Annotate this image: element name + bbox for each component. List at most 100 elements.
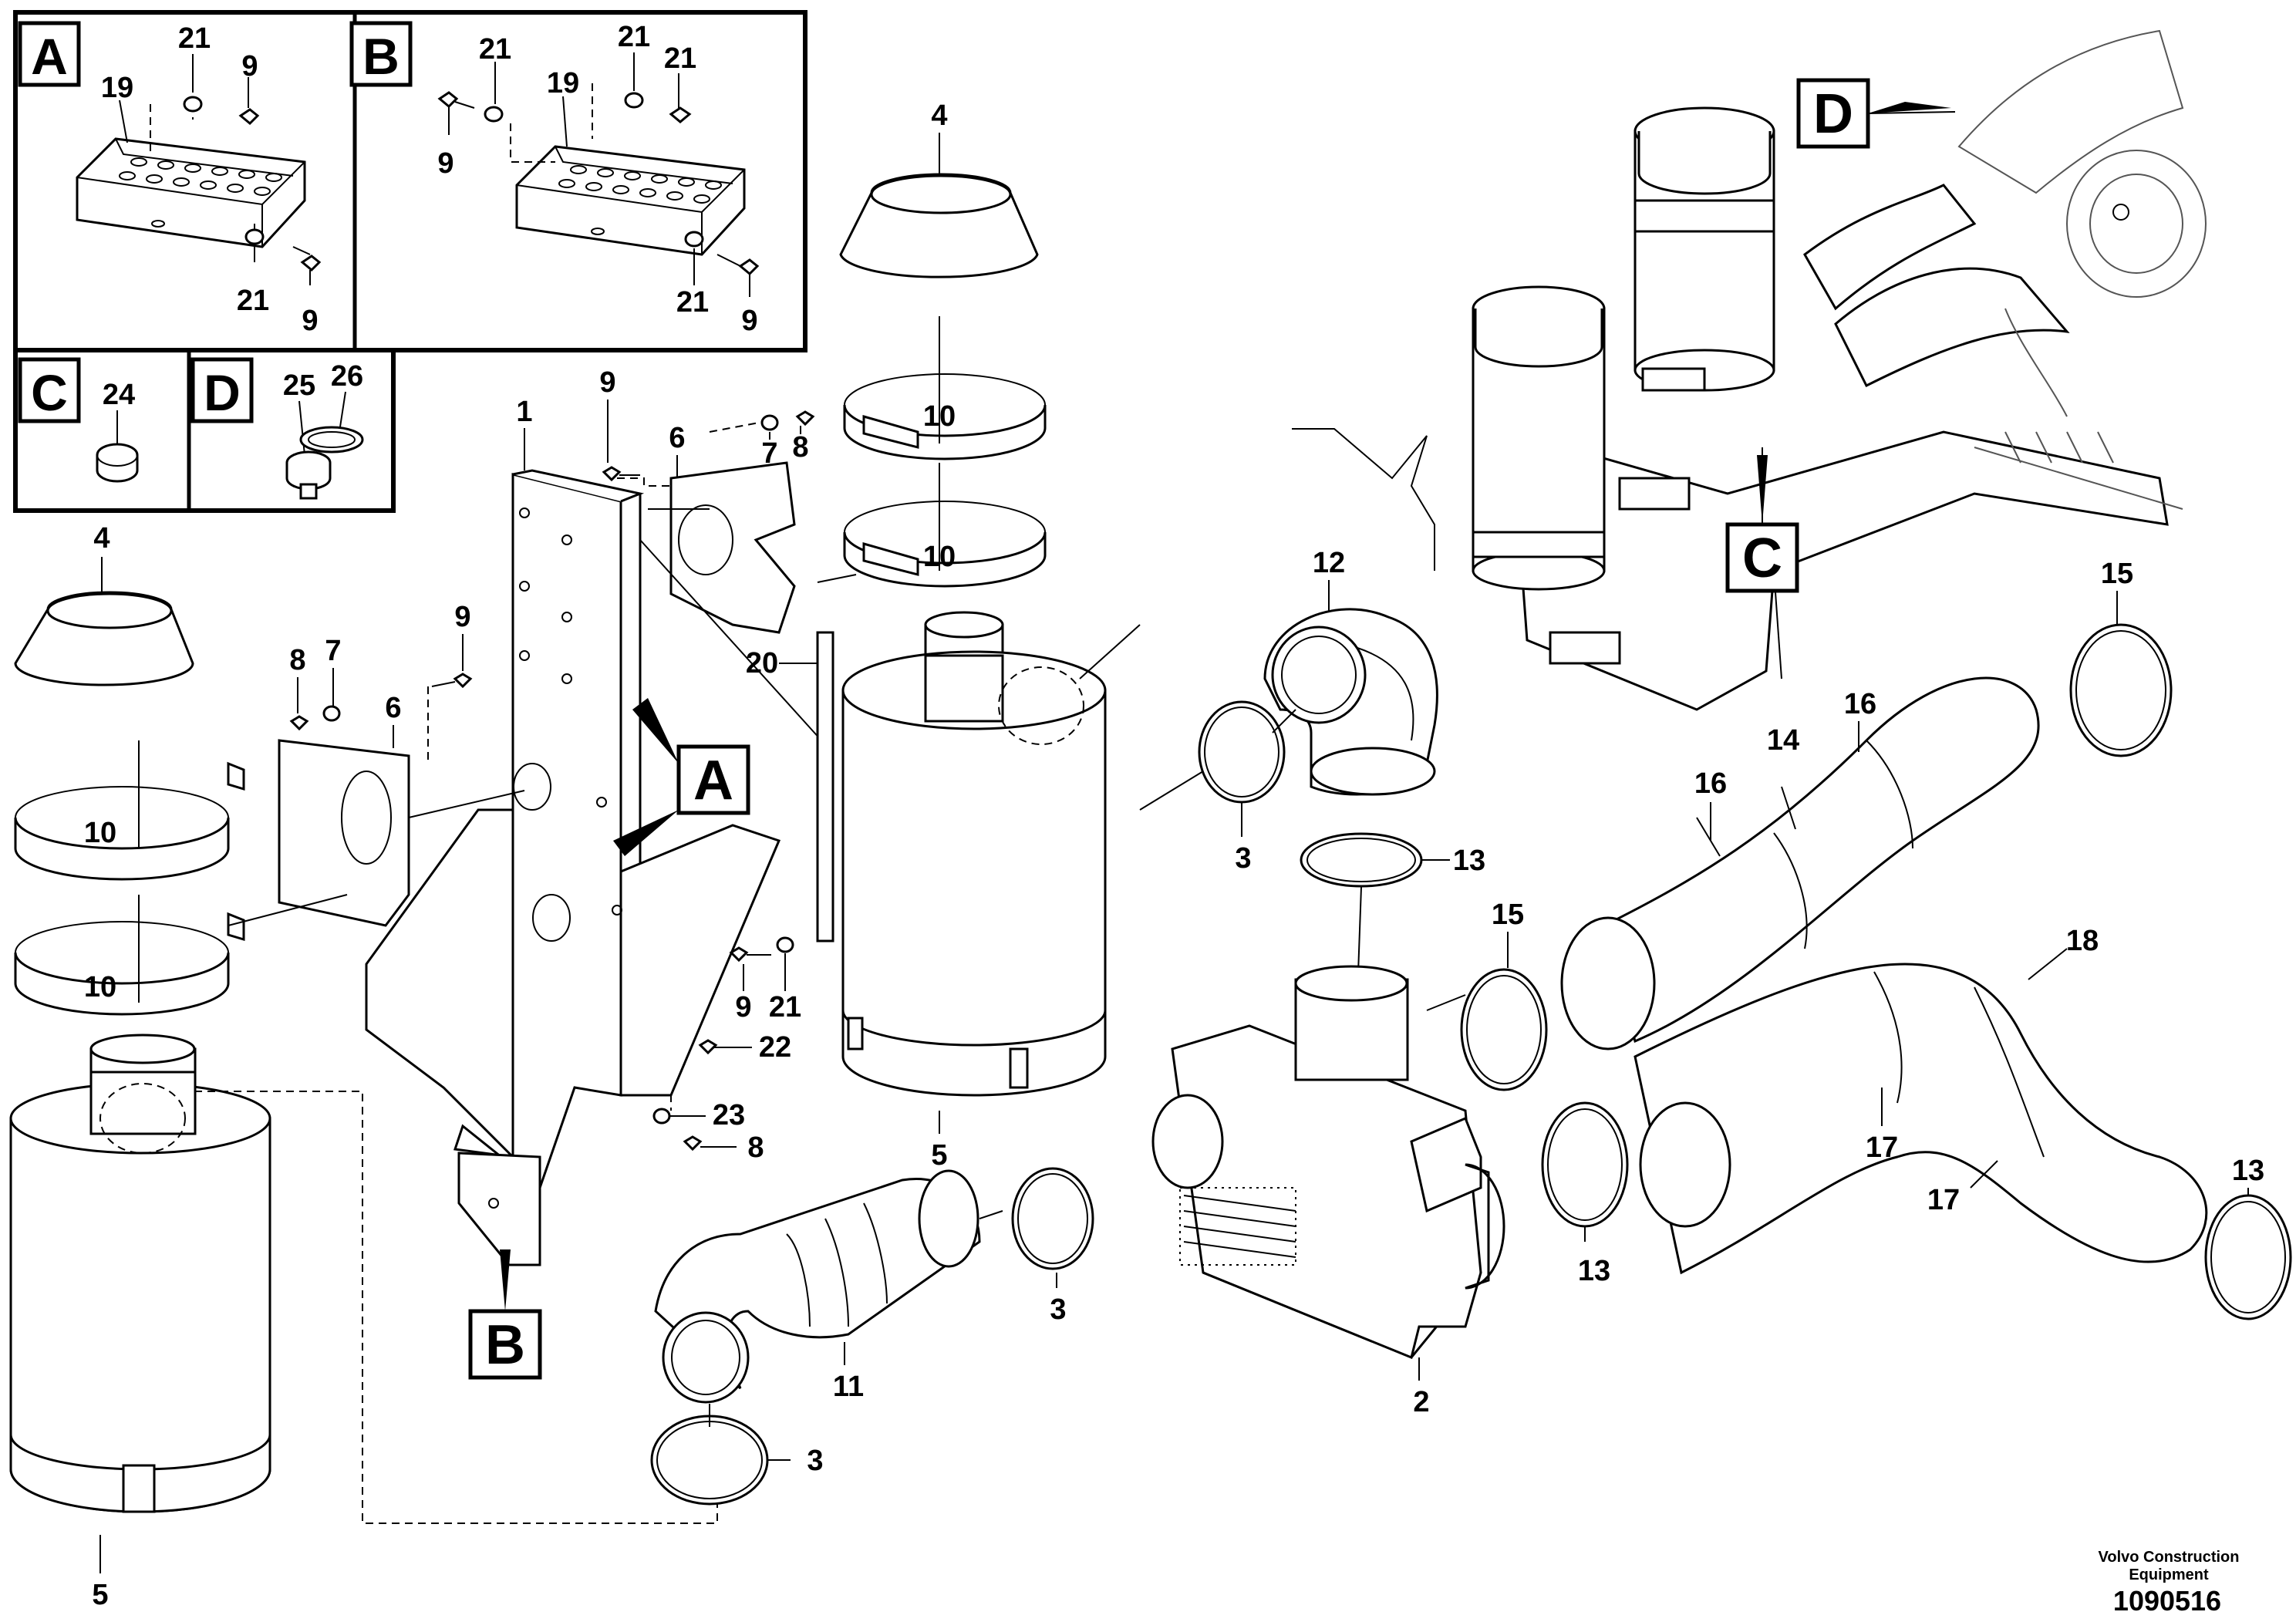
label-21-center: 21 xyxy=(769,991,801,1023)
label-6-upper: 6 xyxy=(669,422,685,454)
view-marker-d-letter: D xyxy=(1813,83,1853,145)
sensor-part xyxy=(285,426,364,500)
clamp-3-upper: 3 xyxy=(1198,700,1296,875)
precleaner-box-2: 2 xyxy=(1151,965,1505,1418)
mounting-bracket: 1 A B xyxy=(365,396,781,1380)
bolt-b2 xyxy=(716,254,760,276)
label-d-25: 25 xyxy=(283,369,315,402)
label-9-lower: 9 xyxy=(454,601,470,633)
label-8-center: 8 xyxy=(747,1131,764,1164)
overview-canister-1 xyxy=(1633,106,1775,392)
label-1: 1 xyxy=(516,396,532,428)
bolt-9-center xyxy=(729,946,771,963)
label-12: 12 xyxy=(1313,547,1345,579)
washer-b2 xyxy=(624,92,644,109)
view-marker-d: D xyxy=(1796,78,1956,149)
detail-box-d: D 25 26 xyxy=(190,357,364,500)
detail-box-b-letter: B xyxy=(362,28,400,85)
clamp-band-center-lower xyxy=(843,501,1047,588)
label-23: 23 xyxy=(713,1099,745,1131)
clamp-15-left: 15 xyxy=(1460,899,1548,1091)
brand-line-2: Equipment xyxy=(2129,1566,2209,1583)
label-b-21-mid: 21 xyxy=(618,21,650,53)
washer-b3 xyxy=(684,231,704,248)
detail-box-c-letter: C xyxy=(31,364,68,421)
detail-box-ab: A xyxy=(13,10,807,352)
step-bracket-b xyxy=(515,145,746,256)
document-number: 1090516 xyxy=(2113,1585,2221,1617)
label-22: 22 xyxy=(759,1031,791,1064)
clamp-13-upper: 13 xyxy=(1300,832,1485,996)
label-b-21-right: 21 xyxy=(664,42,696,75)
detail-box-d-letter: D xyxy=(204,364,241,421)
label-13-upper: 13 xyxy=(1453,845,1485,877)
label-c-24: 24 xyxy=(103,379,135,411)
washer-23 xyxy=(652,1108,671,1125)
clamp-3-lower: 3 xyxy=(650,1404,824,1506)
label-10-center-upper: 10 xyxy=(923,400,956,433)
label-a-21-top: 21 xyxy=(178,22,211,55)
label-9-upper: 9 xyxy=(599,366,615,399)
label-b-21-bottom: 21 xyxy=(676,286,709,319)
plug-part xyxy=(96,443,139,483)
left-filter-assembly: 4 10 10 5 xyxy=(9,522,718,1611)
clamp-15-right: 15 xyxy=(2069,558,2173,757)
view-marker-c: C xyxy=(1725,447,1799,593)
label-18: 18 xyxy=(2066,925,2099,957)
label-7-upper: 7 xyxy=(761,437,777,470)
detail-box-c: C 24 xyxy=(18,357,139,483)
label-10-center-lower: 10 xyxy=(923,541,956,573)
label-16-right: 16 xyxy=(1844,688,1876,720)
washer-b1 xyxy=(484,106,504,123)
bracket-6-upper: 6 9 7 8 xyxy=(599,366,822,741)
label-7-lower: 7 xyxy=(325,635,341,667)
bolt-8-center xyxy=(683,1135,703,1152)
hose-18 xyxy=(1633,948,2208,1275)
label-5-left: 5 xyxy=(92,1579,108,1611)
clamp-band-center-upper xyxy=(843,373,1047,460)
label-10-left-lower: 10 xyxy=(84,971,116,1003)
washer-a2 xyxy=(244,228,265,245)
label-13-middle: 13 xyxy=(1578,1255,1610,1287)
bolt-9-upper xyxy=(602,466,640,482)
label-17-right: 17 xyxy=(1927,1184,1960,1216)
label-9-center: 9 xyxy=(735,991,751,1023)
label-11: 11 xyxy=(833,1371,864,1403)
label-8-lower: 8 xyxy=(289,644,305,676)
elbow-12: 12 xyxy=(1263,547,1438,796)
hose-14 xyxy=(1560,676,2040,1050)
nut-22 xyxy=(698,1039,718,1055)
washer-21-center xyxy=(776,936,794,953)
clamp-13-right: 13 xyxy=(2204,1155,2292,1320)
label-b-9-left: 9 xyxy=(437,147,453,180)
label-d-26: 26 xyxy=(331,360,363,393)
detail-box-a-letter: A xyxy=(31,28,68,85)
nut-b xyxy=(669,106,692,123)
bracket-6-lower: 6 8 7 9 xyxy=(228,601,525,927)
label-3-upper: 3 xyxy=(1235,842,1251,875)
label-a-9-top: 9 xyxy=(241,50,258,83)
label-15-left: 15 xyxy=(1492,899,1524,931)
label-a-21-bottom: 21 xyxy=(237,285,269,317)
strap-20: 20 xyxy=(746,631,834,943)
washer-7-lower xyxy=(322,705,341,722)
clamp-13-middle: 13 xyxy=(1541,1101,1629,1287)
clamp-band-left-upper xyxy=(14,761,245,881)
label-13-right: 13 xyxy=(2232,1155,2264,1187)
center-filter-assembly: 4 10 10 xyxy=(817,99,1204,1172)
label-16-left: 16 xyxy=(1694,767,1727,800)
label-b-9-bottom: 9 xyxy=(741,305,757,337)
bolt-8-lower xyxy=(289,715,309,731)
rain-cap-center xyxy=(839,173,1039,278)
hardware-cluster: 9 21 22 23 8 xyxy=(644,936,801,1164)
detail-box-a: A xyxy=(18,21,322,337)
label-3-lower: 3 xyxy=(807,1445,823,1477)
label-b-19: 19 xyxy=(547,67,579,99)
view-marker-b-letter: B xyxy=(485,1314,525,1376)
label-4-center: 4 xyxy=(931,99,947,132)
label-b-21-left: 21 xyxy=(479,33,511,66)
label-a-19: 19 xyxy=(101,72,133,104)
washer-7-upper xyxy=(760,414,779,431)
hose-11: 11 xyxy=(654,1169,981,1404)
